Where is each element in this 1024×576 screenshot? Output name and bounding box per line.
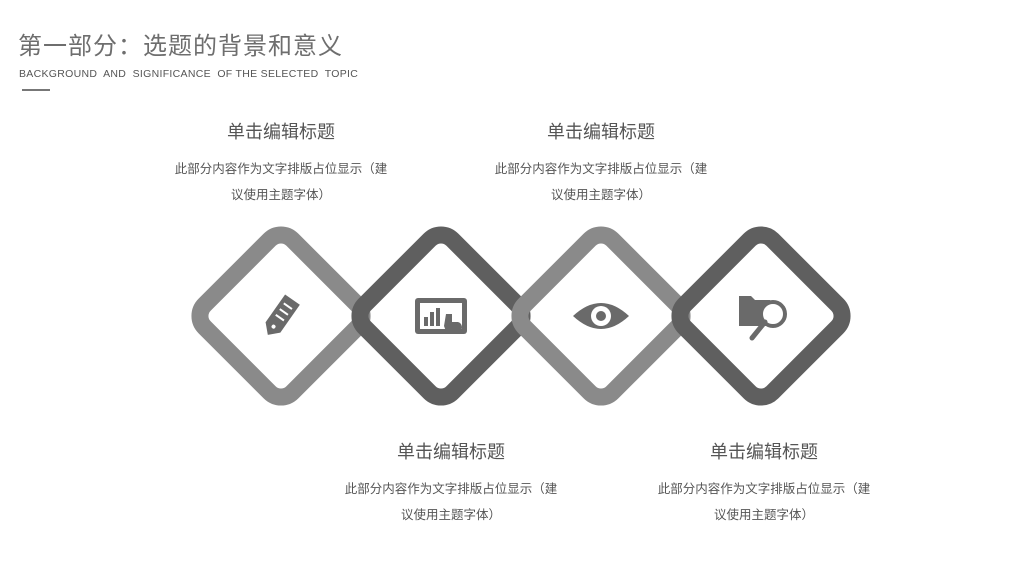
block-desc-line: 议使用主题字体） [400,507,501,522]
block-desc-line: 此部分内容作为文字排版占位显示（建 [657,481,871,496]
block-description[interactable]: 此部分内容作为文字排版占位显示（建 议使用主题字体） [471,156,731,208]
block-desc-line: 议使用主题字体） [230,187,331,202]
diamond-4[interactable] [671,226,851,406]
diamond-frame-3 [511,226,691,406]
block-description[interactable]: 此部分内容作为文字排版占位显示（建 议使用主题字体） [321,476,581,528]
presentation-chart-icon [415,298,467,334]
diamond-3[interactable] [511,226,691,406]
text-block-2: 单击编辑标题 此部分内容作为文字排版占位显示（建 议使用主题字体） [471,118,731,208]
diamond-2[interactable] [351,226,531,406]
diamond-frame-2 [351,226,531,406]
block-title[interactable]: 单击编辑标题 [227,122,335,143]
diamond-frame-4 [671,226,851,406]
block-title[interactable]: 单击编辑标题 [397,442,505,463]
page-subtitle: BACKGROUND AND SIGNIFICANCE OF THE SELEC… [19,68,359,80]
title-underline [22,89,50,91]
folder-search-icon [739,296,787,341]
block-description[interactable]: 此部分内容作为文字排版占位显示（建 议使用主题字体） [634,476,894,528]
text-block-3: 单击编辑标题 此部分内容作为文字排版占位显示（建 议使用主题字体） [321,438,581,528]
diamond-1[interactable] [191,226,371,406]
text-block-4: 单击编辑标题 此部分内容作为文字排版占位显示（建 议使用主题字体） [634,438,894,528]
block-desc-line: 此部分内容作为文字排版占位显示（建 [344,481,558,496]
text-block-1: 单击编辑标题 此部分内容作为文字排版占位显示（建 议使用主题字体） [151,118,411,208]
diamond-frame-1 [191,226,371,406]
block-desc-line: 议使用主题字体） [713,507,814,522]
block-desc-line: 议使用主题字体） [550,187,651,202]
block-description[interactable]: 此部分内容作为文字排版占位显示（建 议使用主题字体） [151,156,411,208]
tag-icon [265,294,300,335]
block-title[interactable]: 单击编辑标题 [710,442,818,463]
eye-icon [573,303,629,329]
block-desc-line: 此部分内容作为文字排版占位显示（建 [174,161,388,176]
page-title: 第一部分：选题的背景和意义 [18,32,343,60]
block-title[interactable]: 单击编辑标题 [547,122,655,143]
block-desc-line: 此部分内容作为文字排版占位显示（建 [494,161,708,176]
